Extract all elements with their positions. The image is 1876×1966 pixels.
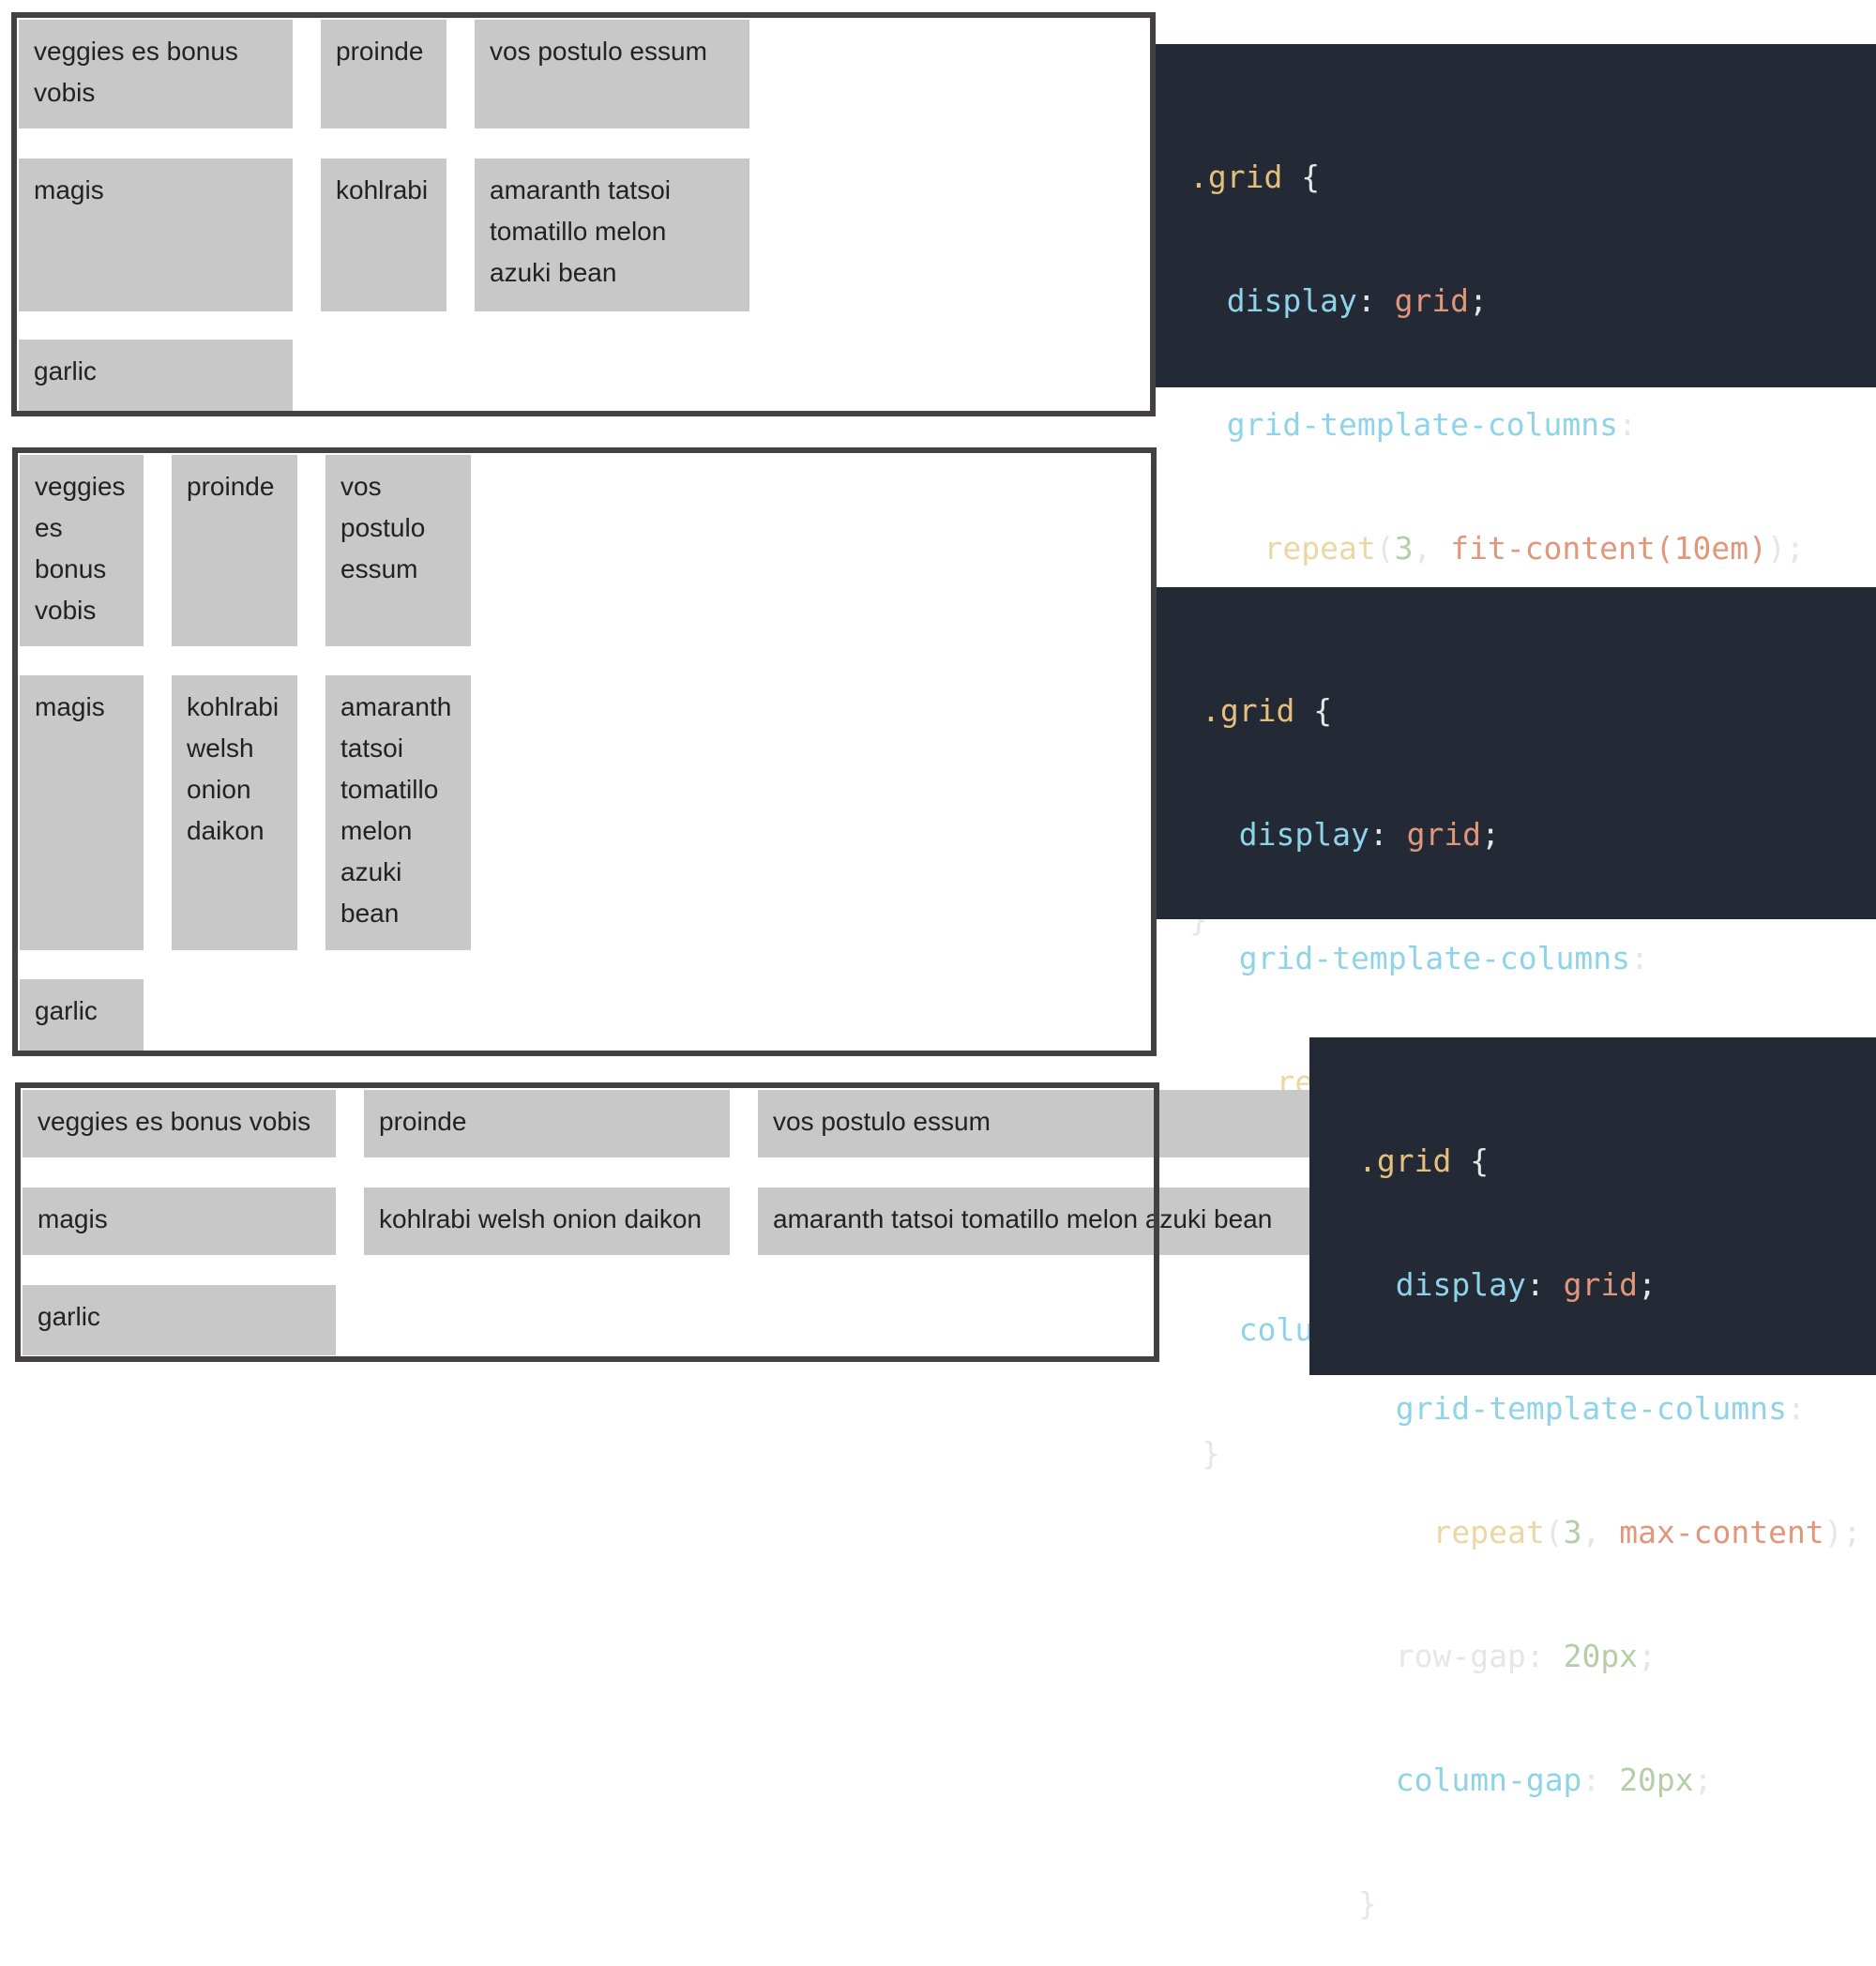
grid-demo-max-content (15, 1082, 1159, 1362)
code-row-gap-prop: row-gap (1395, 1638, 1526, 1674)
grid-item-7: garlic (23, 1285, 336, 1355)
code-display-value: grid (1394, 282, 1470, 319)
code-selector: .grid (1189, 159, 1283, 195)
code-open-brace: { (1470, 1142, 1490, 1179)
code-open-brace: { (1301, 159, 1321, 195)
code-display-prop: display (1395, 1266, 1526, 1303)
code-columns-prop: grid-template-columns (1395, 1390, 1787, 1427)
grid-item-2: proinde (364, 1090, 730, 1157)
css-code-panel-max-content: .grid { display: grid; grid-template-col… (1309, 1037, 1876, 1922)
grid-item-7: garlic (20, 979, 144, 1051)
code-display-value: grid (1563, 1266, 1639, 1303)
code-repeat-arg: fit-content(10em) (1450, 530, 1767, 567)
grid-item-3: vos postulo essum (325, 455, 471, 646)
grid-item-6: amaranth tatsoi tomatillo melon azuki be… (325, 675, 471, 950)
grid-item-4: magis (20, 675, 144, 950)
grid-item-3: vos postulo essum (475, 20, 749, 129)
code-columns-prop: grid-template-columns (1226, 406, 1618, 443)
grid-item-6: amaranth tatsoi tomatillo melon azuki be… (475, 159, 749, 311)
grid-item-7: garlic (19, 340, 293, 411)
css-code-panel-fit-content: .grid { display: grid; grid-template-col… (1156, 44, 1876, 938)
grid-item-1: veggies es bonus vobis (19, 20, 293, 129)
code-column-gap-value: 20px (1619, 1762, 1694, 1798)
code-selector: .grid (1358, 1142, 1452, 1179)
code-display-prop: display (1226, 282, 1357, 319)
code-display-value: grid (1406, 816, 1482, 853)
code-repeat-fn: repeat (1432, 1514, 1545, 1550)
code-columns-prop: grid-template-columns (1238, 940, 1630, 976)
code-repeat-count: 3 (1563, 1514, 1582, 1550)
code-repeat-arg: max-content (1619, 1514, 1824, 1550)
grid-item-4: magis (23, 1187, 336, 1255)
grid-item-2: proinde (172, 455, 297, 646)
grid-item-1: veggies es bonus vobis (23, 1090, 336, 1157)
code-column-gap-prop: column-gap (1395, 1762, 1582, 1798)
code-close-brace: } (1358, 1885, 1377, 1922)
grid-item-5: kohlrabi welsh onion daikon (172, 675, 297, 950)
code-close-brace: } (1202, 1435, 1220, 1472)
code-repeat-count: 3 (1394, 530, 1414, 567)
code-selector: .grid (1202, 692, 1295, 729)
grid-item-6: amaranth tatsoi tomatillo melon azuki be… (758, 1187, 1309, 1255)
grid-item-1: veggies es bonus vobis (20, 455, 144, 646)
code-repeat-fn: repeat (1263, 530, 1376, 567)
code-display-prop: display (1238, 816, 1369, 853)
code-open-brace: { (1313, 692, 1333, 729)
code-row-gap-value: 20px (1563, 1638, 1639, 1674)
grid-item-5: kohlrabi welsh onion daikon (364, 1187, 730, 1255)
grid-item-5: kohlrabi (321, 159, 446, 311)
grid-item-3: vos postulo essum (758, 1090, 1309, 1157)
grid-item-2: proinde (321, 20, 446, 129)
css-code-panel-min-content: .grid { display: grid; grid-template-col… (1157, 587, 1876, 1472)
grid-item-4: magis (19, 159, 293, 311)
